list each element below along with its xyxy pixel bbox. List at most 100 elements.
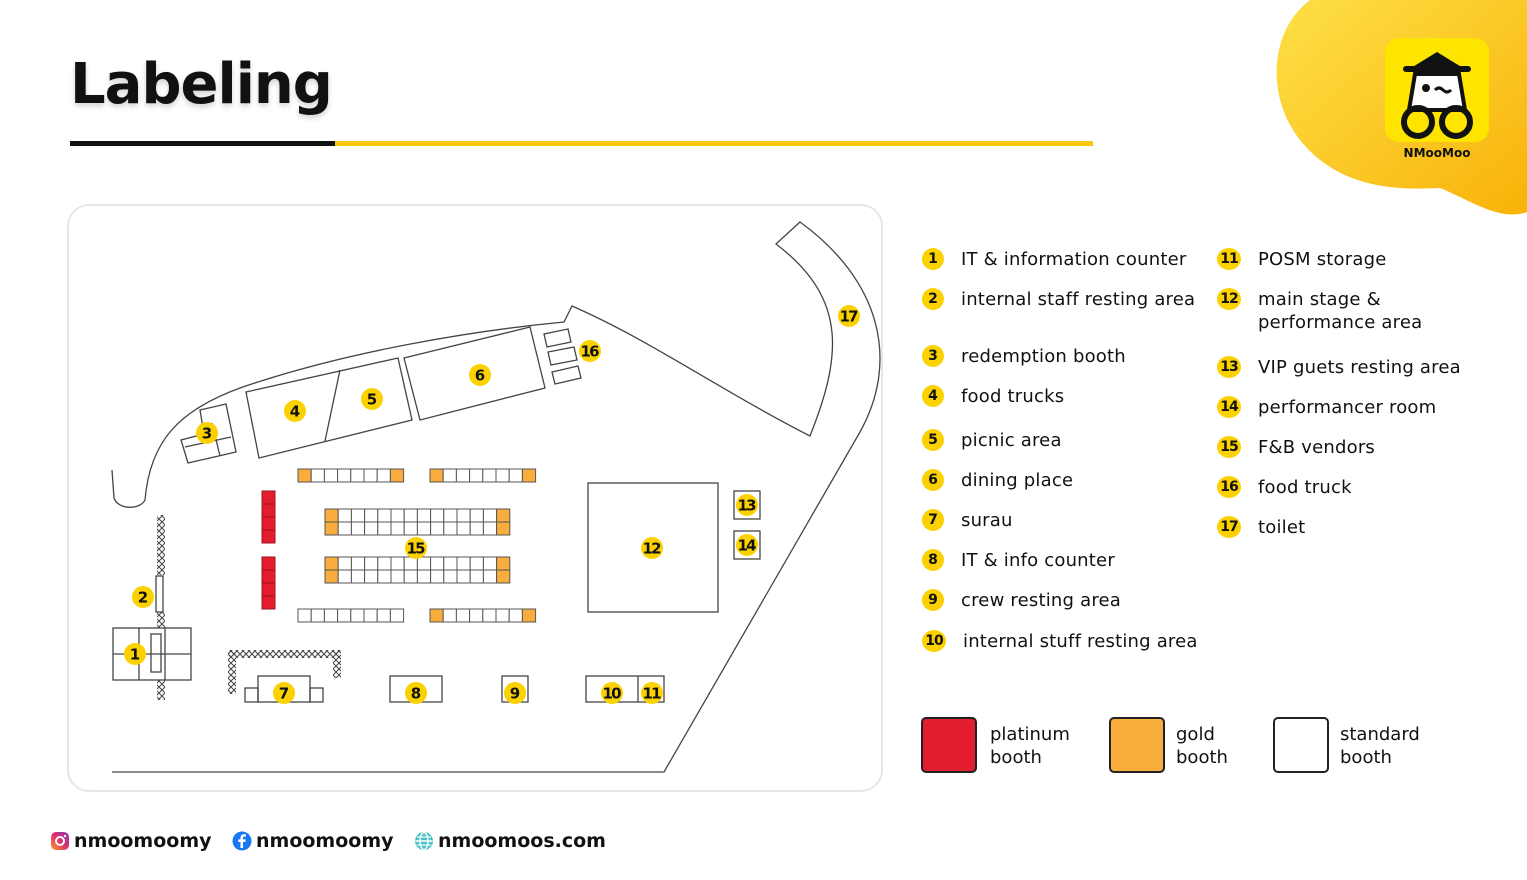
- booth-swatch-1: [1109, 717, 1165, 773]
- standard-booth: [390, 569, 405, 584]
- standard-booth: [416, 521, 432, 536]
- website-link[interactable]: nmoomoos.com: [414, 830, 606, 852]
- legend-number: 4: [922, 385, 944, 407]
- standard-booth: [337, 521, 352, 536]
- title-rule-accent: [335, 141, 1093, 146]
- standard-booth: [456, 556, 471, 571]
- platinum-booth: [261, 595, 276, 610]
- legend-number: 1: [922, 248, 944, 270]
- standard-booth: [416, 569, 432, 584]
- legend-label: surau: [961, 510, 1013, 531]
- standard-booth: [389, 608, 405, 623]
- map-label-8: 8: [405, 682, 427, 704]
- standard-booth: [456, 521, 471, 536]
- page-title: Labeling: [70, 52, 333, 117]
- svg-text:7: 7: [279, 685, 289, 703]
- cow-icon: [1401, 52, 1473, 139]
- gold-booth: [496, 556, 511, 571]
- standard-booth: [337, 556, 352, 571]
- instagram-handle[interactable]: nmoomoomy: [50, 830, 212, 852]
- legend-label: redemption booth: [961, 346, 1126, 367]
- standard-booth: [456, 569, 471, 584]
- svg-text:5: 5: [367, 391, 377, 409]
- standard-booth: [323, 468, 339, 483]
- legend-number: 3: [922, 345, 944, 367]
- legend-item-3: 3 redemption booth: [922, 345, 1126, 368]
- legend-label: dining place: [961, 470, 1074, 491]
- legend-number: 9: [922, 589, 944, 611]
- standard-booth: [364, 508, 379, 523]
- svg-text:14: 14: [738, 537, 757, 555]
- standard-booth: [508, 468, 523, 483]
- legend-label: IT & information counter: [961, 249, 1187, 270]
- legend-item-9: 9 crew resting area: [922, 589, 1121, 612]
- standard-booth: [390, 556, 405, 571]
- legend-label: internal stuff resting area: [963, 631, 1198, 652]
- map-label-17: 17: [838, 305, 860, 327]
- svg-text:16: 16: [581, 343, 600, 361]
- gold-booth: [429, 608, 444, 623]
- standard-booth: [310, 468, 325, 483]
- svg-text:8: 8: [411, 685, 421, 703]
- standard-booth: [377, 508, 392, 523]
- standard-booth: [482, 556, 498, 571]
- legend-number: 17: [1217, 516, 1241, 538]
- standard-booth: [323, 608, 339, 623]
- main-stage: [587, 482, 719, 613]
- legend-number: 15: [1217, 436, 1241, 458]
- legend-number: 11: [1217, 248, 1241, 270]
- standard-booth: [337, 468, 352, 483]
- standard-booth: [430, 569, 445, 584]
- standard-booth: [430, 508, 445, 523]
- map-label-6: 6: [469, 364, 491, 386]
- map-label-4: 4: [284, 400, 306, 422]
- legend-number: 6: [922, 469, 944, 491]
- standard-booth: [416, 556, 432, 571]
- standard-booth: [482, 521, 498, 536]
- standard-booth: [482, 569, 498, 584]
- standard-booth: [337, 508, 352, 523]
- legend-label: performancer room: [1258, 397, 1437, 418]
- map-label-3: 3: [196, 422, 218, 444]
- instagram-icon: [51, 832, 69, 850]
- gold-booth: [389, 468, 405, 483]
- legend-number: 13: [1217, 356, 1241, 378]
- standard-booth: [495, 468, 510, 483]
- title-rule-dark: [70, 141, 335, 146]
- standard-booth: [495, 608, 510, 623]
- platinum-booth: [261, 490, 276, 505]
- svg-text:13: 13: [738, 497, 757, 515]
- legend-label: crew resting area: [961, 590, 1122, 611]
- standard-booth: [403, 569, 418, 584]
- gold-booth: [496, 569, 511, 584]
- brand-logo: [1385, 38, 1489, 142]
- map-label-15: 15: [405, 537, 427, 559]
- standard-booth: [455, 468, 471, 483]
- facebook-label: nmoomoomy: [256, 830, 394, 852]
- standard-booth: [482, 608, 497, 623]
- legend-number: 2: [922, 288, 944, 310]
- standard-booth: [350, 569, 366, 584]
- platinum-booth: [261, 516, 276, 531]
- platinum-booth: [261, 503, 276, 518]
- svg-text:17: 17: [840, 308, 859, 326]
- legend-label: toilet: [1258, 517, 1306, 538]
- platinum-booth: [261, 556, 276, 571]
- facebook-handle[interactable]: nmoomoomy: [232, 830, 394, 852]
- site-boundary: [111, 221, 881, 773]
- legend-item-1: 1 IT & information counter: [922, 248, 1186, 271]
- standard-booth: [350, 508, 366, 523]
- legend-number: 7: [922, 509, 944, 531]
- legend-number: 5: [922, 429, 944, 451]
- svg-text:10: 10: [603, 685, 622, 703]
- facebook-icon: [232, 831, 252, 851]
- standard-booth: [508, 608, 523, 623]
- svg-text:11: 11: [643, 685, 662, 703]
- gold-booth: [324, 508, 339, 523]
